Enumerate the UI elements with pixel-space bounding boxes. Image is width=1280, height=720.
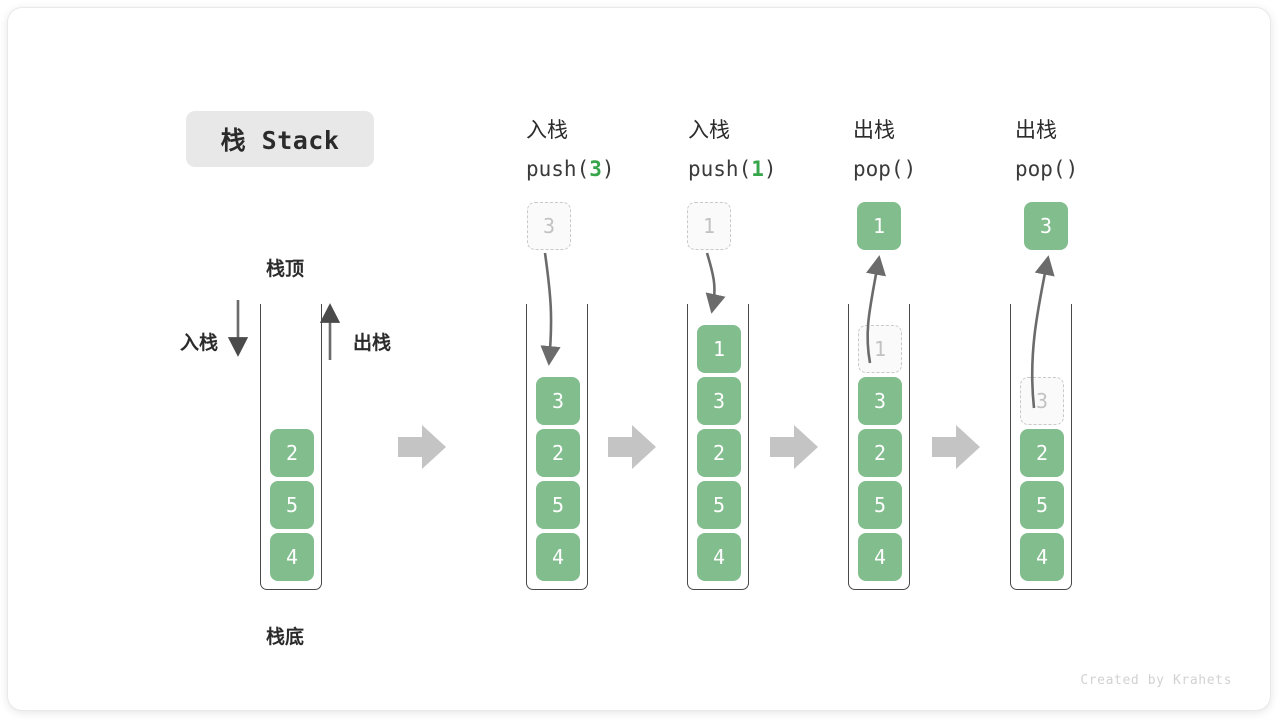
step-push1-heading: 入栈 push(1) (688, 111, 777, 188)
page-title: 栈 Stack (220, 126, 340, 155)
step-pop1-code-prefix: pop( (853, 157, 904, 181)
stack-container-initial: 2 5 4 (260, 304, 322, 590)
push1-flow-arrow-icon (705, 252, 726, 314)
credit-text: Created by Krahets (1080, 673, 1232, 688)
stack-container-pop3: 3 2 5 4 (1010, 304, 1072, 590)
stack-cell: 2 (858, 429, 902, 477)
step-push3-code-arg: 3 (589, 157, 602, 181)
step-arrow-icon-4 (932, 425, 980, 469)
step-pop1-cn: 出栈 (853, 119, 895, 142)
stack-cell: 3 (536, 377, 580, 425)
step-pop3-cn: 出栈 (1015, 119, 1057, 142)
stack-cell-ghost: 1 (858, 325, 902, 373)
title-chip: 栈 Stack (186, 111, 374, 167)
step-arrow-icon-3 (770, 425, 818, 469)
stack-container-pop1: 1 3 2 5 4 (848, 304, 910, 590)
step-pop3-code-suffix: ) (1065, 157, 1079, 181)
stack-cell: 5 (536, 481, 580, 529)
stack-top-label: 栈顶 (266, 259, 305, 280)
stack-bottom-label: 栈底 (266, 627, 305, 648)
step-arrow-icon-2 (608, 425, 656, 469)
stack-cell: 5 (270, 481, 314, 529)
stack-cell: 4 (697, 533, 741, 581)
step-pop3-code-prefix: pop( (1015, 157, 1066, 181)
stack-cell: 4 (858, 533, 902, 581)
floating-cell-pop1: 1 (857, 202, 901, 250)
pop-side-label: 出栈 (353, 333, 392, 354)
push-side-label: 入栈 (180, 333, 219, 354)
step-push1-code-suffix: ) (763, 157, 777, 181)
step-push1-code-prefix: push( (688, 157, 752, 181)
stack-cell: 5 (858, 481, 902, 529)
stack-container-push1: 1 3 2 5 4 (687, 304, 749, 590)
stack-cell: 2 (697, 429, 741, 477)
step-push1-code-arg: 1 (751, 157, 764, 181)
stack-cell: 3 (697, 377, 741, 425)
stack-cell: 4 (270, 533, 314, 581)
stack-container-push3: 3 2 5 4 (526, 304, 588, 590)
step-push3-heading: 入栈 push(3) (526, 111, 615, 188)
step-push3-code-suffix: ) (601, 157, 615, 181)
stack-cell: 5 (1020, 481, 1064, 529)
stack-cell: 4 (536, 533, 580, 581)
stack-cell: 2 (270, 429, 314, 477)
step-pop1-heading: 出栈 pop() (853, 111, 916, 188)
floating-cell-pop3: 3 (1024, 202, 1068, 250)
stack-cell-ghost: 3 (1020, 377, 1064, 425)
stack-cell: 2 (536, 429, 580, 477)
step-push3-code-prefix: push( (526, 157, 590, 181)
step-pop1-code-suffix: ) (903, 157, 917, 181)
stack-cell: 2 (1020, 429, 1064, 477)
stack-cell: 3 (858, 377, 902, 425)
step-push1-cn: 入栈 (688, 119, 730, 142)
diagram-card: 栈 Stack 栈顶 栈底 入栈 出栈 2 5 4 入栈 push(3) 3 3… (8, 8, 1270, 710)
step-arrow-icon-1 (398, 425, 446, 469)
stack-cell: 1 (697, 325, 741, 373)
step-pop3-heading: 出栈 pop() (1015, 111, 1078, 188)
stack-cell: 5 (697, 481, 741, 529)
stack-cell: 4 (1020, 533, 1064, 581)
floating-cell-push1: 1 (687, 202, 731, 250)
step-push3-cn: 入栈 (526, 119, 568, 142)
floating-cell-push3: 3 (527, 202, 571, 250)
